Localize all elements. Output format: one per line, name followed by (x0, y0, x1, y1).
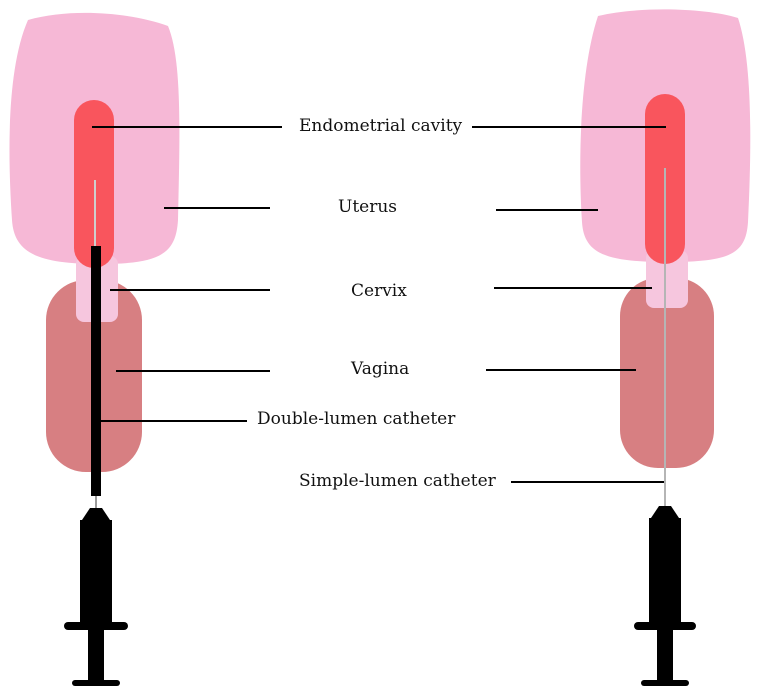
right-vagina-shape (620, 278, 714, 468)
label-uterus: Uterus (338, 197, 398, 217)
left-anatomy (9, 12, 180, 686)
left-syringe (64, 508, 128, 686)
label-cervix: Cervix (351, 281, 407, 301)
label-double-lumen-catheter: Double-lumen catheter (257, 409, 456, 429)
right-cervix-shape (646, 250, 688, 308)
label-vagina: Vagina (351, 359, 410, 379)
right-syringe (634, 506, 696, 686)
label-endometrial-cavity: Endometrial cavity (299, 116, 463, 136)
double-lumen-catheter (91, 246, 101, 496)
right-anatomy (580, 9, 751, 686)
leader-lines (92, 126, 666, 483)
label-simple-lumen-catheter: Simple-lumen catheter (299, 471, 496, 491)
